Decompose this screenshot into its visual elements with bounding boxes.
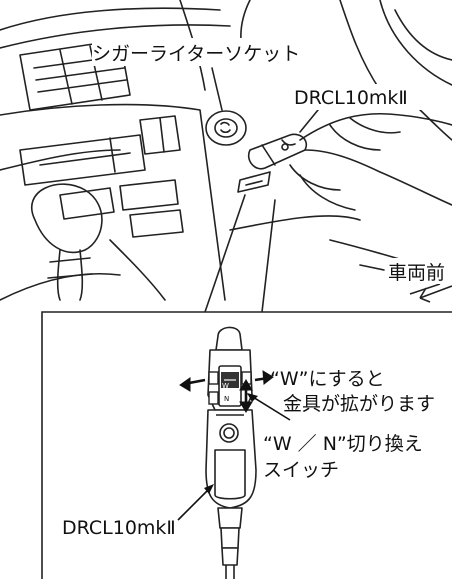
plug-label-bottom: DRCL10mkⅡ: [62, 517, 176, 539]
vehicle-front-label: 車両前: [388, 262, 445, 284]
switch-text-line2: スイッチ: [263, 459, 339, 481]
expand-arrows: [179, 370, 274, 392]
socket-label: シガーライターソケット: [92, 43, 300, 65]
w-mode-text-line2: 金具が拡がります: [283, 393, 435, 415]
plug-label-top: DRCL10mkⅡ: [294, 87, 408, 109]
switch-mark-n: N: [224, 395, 229, 403]
plug-device: [205, 326, 257, 579]
socket-leader-line: [211, 67, 223, 111]
switch-direction-arrow: [239, 379, 253, 413]
plug-leader-line: [299, 109, 319, 133]
w-mode-text-line1: “W”にすると: [270, 368, 385, 390]
switch-text-line1: “W ／ N”切り換え: [263, 433, 423, 455]
switch-mark-w: W: [222, 382, 229, 390]
side-clips: [208, 371, 252, 405]
vehicle-front-arrow: [409, 283, 452, 303]
switch-pointer-head: [247, 393, 258, 402]
plug-pointer-head: [204, 484, 214, 494]
w-n-switch: W N: [218, 365, 242, 407]
front-leader-line: [359, 264, 385, 271]
car-interior-illustration: [0, 0, 452, 313]
